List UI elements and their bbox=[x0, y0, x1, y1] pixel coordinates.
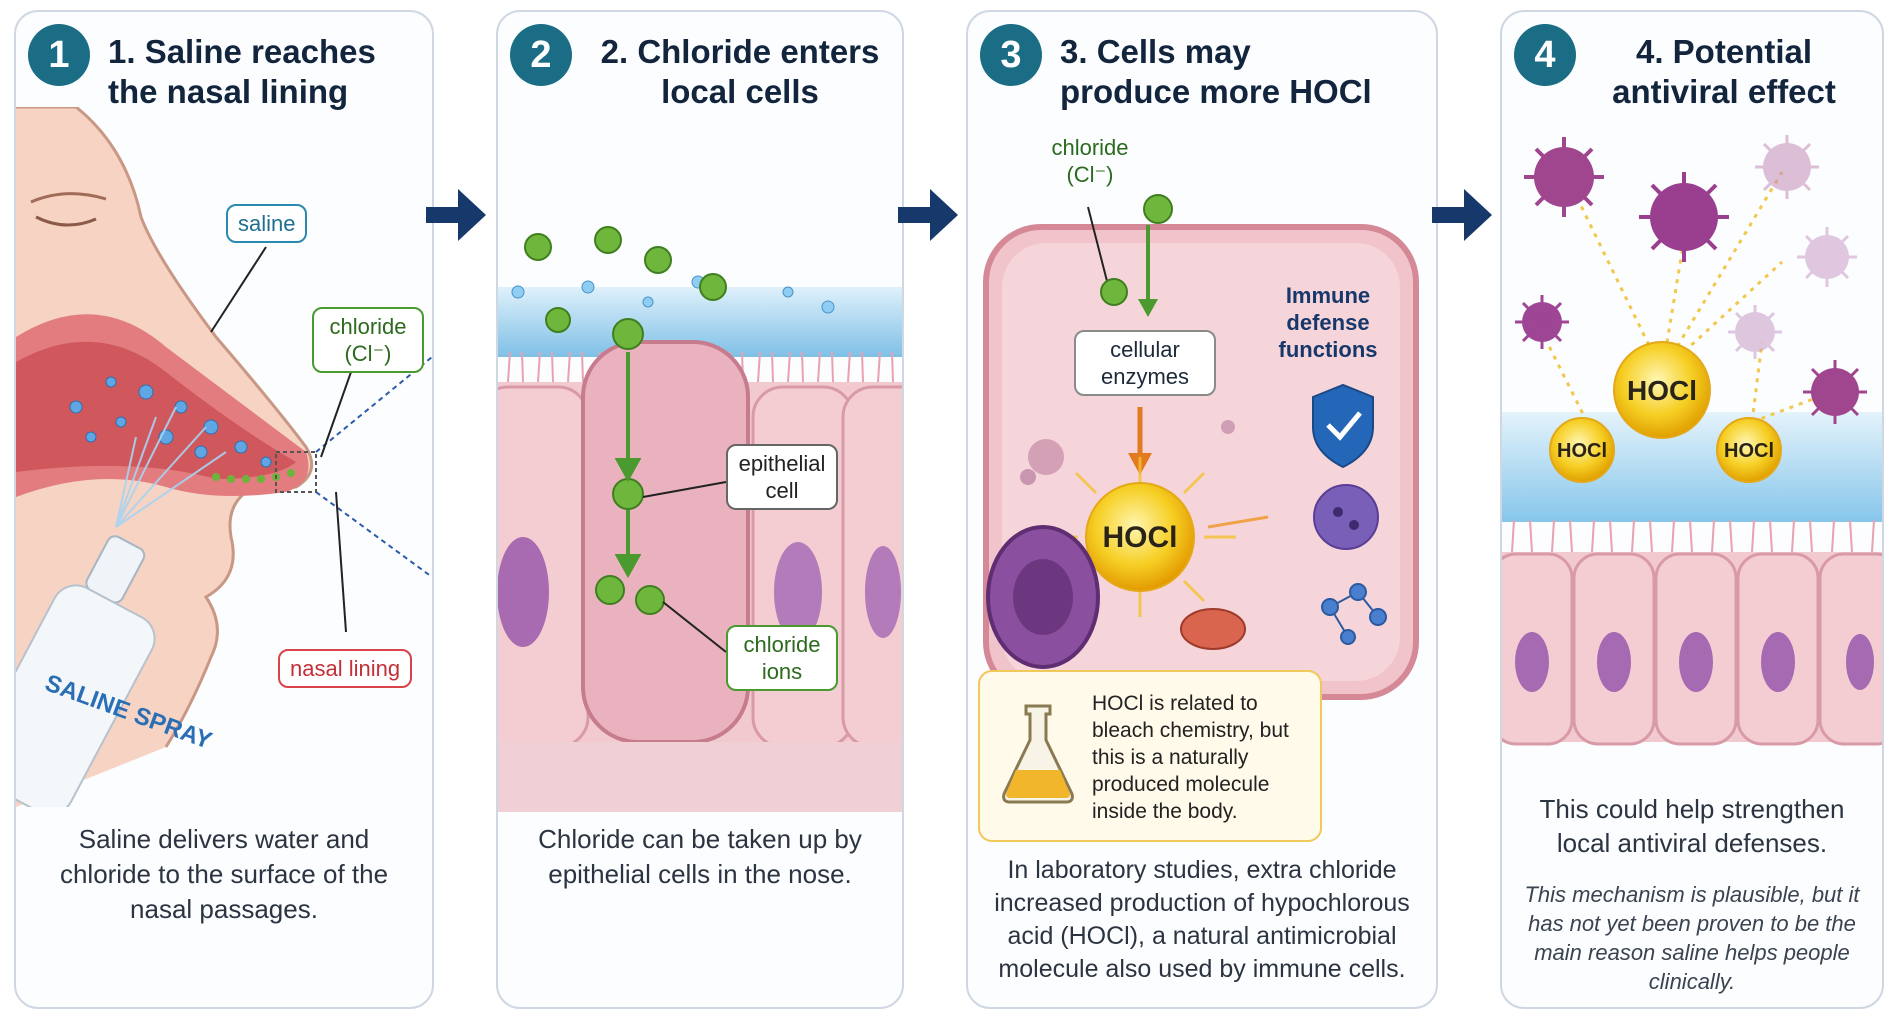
panel-caption: In laboratory studies, extra chloride in… bbox=[994, 856, 1410, 983]
panel-caption: Saline delivers water and chloride to th… bbox=[59, 824, 389, 924]
virus-icon bbox=[1803, 360, 1867, 424]
panel-caption: Chloride can be taken up by epithelial c… bbox=[538, 824, 862, 889]
antiviral-illustration: HOCl HOCl HOCl bbox=[1502, 122, 1882, 782]
hocl-main-label: HOCl bbox=[1627, 375, 1697, 406]
panel-step-3: 3 3. Cells may produce more HOCl chlorid… bbox=[966, 10, 1438, 1009]
virus-icon bbox=[1524, 137, 1604, 217]
epithelial-cell-label: epithelial cell bbox=[726, 444, 838, 510]
arrow-right-icon bbox=[898, 189, 958, 241]
immune-defense-label: Immune defense functions bbox=[1278, 283, 1378, 362]
virus-icon bbox=[1515, 295, 1569, 349]
cell-illustration: HOCl bbox=[968, 187, 1436, 707]
flask-icon bbox=[1002, 704, 1074, 804]
hocl-right-label: HOCl bbox=[1724, 440, 1774, 462]
chloride-label: chloride (Cl⁻) bbox=[1051, 135, 1129, 187]
disclaimer-note: This mechanism is plausible, but it has … bbox=[1524, 882, 1860, 994]
hocl-left-label: HOCl bbox=[1557, 440, 1607, 462]
nose-illustration: SALINE SPRAY bbox=[16, 107, 432, 807]
arrow-right-icon bbox=[1432, 189, 1492, 241]
nasal-lining-label: nasal lining bbox=[278, 649, 413, 688]
hocl-molecule-label: HOCl bbox=[1103, 521, 1178, 554]
info-box: HOCl is related to bleach chemistry, but… bbox=[978, 670, 1322, 842]
virus-icon bbox=[1797, 227, 1857, 287]
immune-cell-icon bbox=[1313, 484, 1379, 550]
chloride-label: chloride (Cl⁻) bbox=[312, 307, 424, 373]
panel-step-4: 4 4. Potential antiviral effect bbox=[1500, 10, 1884, 1009]
info-text: HOCl is related to bleach chemistry, but… bbox=[1092, 692, 1289, 823]
cellular-enzymes-label: cellular enzymes bbox=[1074, 330, 1216, 396]
panel-title: 3. Cells may produce more HOCl bbox=[1060, 33, 1372, 110]
step-number-badge: 3 bbox=[980, 24, 1042, 86]
virus-icon bbox=[1755, 135, 1819, 199]
molecule-icon bbox=[1321, 583, 1387, 645]
panel-step-1: 1 1. Saline reaches the nasal lining bbox=[14, 10, 434, 1009]
arrow-right-icon bbox=[426, 189, 486, 241]
panel-title: 1. Saline reaches the nasal lining bbox=[108, 33, 376, 110]
step-number-badge: 4 bbox=[1514, 24, 1576, 86]
virus-icon bbox=[1639, 172, 1729, 262]
panel-step-2: 2 2. Chloride enters local cells bbox=[496, 10, 904, 1009]
panel-title: 4. Potential antiviral effect bbox=[1612, 33, 1836, 110]
panel-caption: This could help strengthen local antivir… bbox=[1539, 794, 1845, 858]
step-number-badge: 1 bbox=[28, 24, 90, 86]
step-number-badge: 2 bbox=[510, 24, 572, 86]
virus-icon bbox=[1728, 305, 1782, 359]
epithelium-illustration bbox=[498, 192, 902, 812]
shield-icon bbox=[1312, 383, 1374, 469]
panel-title: 2. Chloride enters local cells bbox=[600, 33, 880, 110]
chloride-ions-label: chloride ions bbox=[726, 625, 838, 691]
saline-label: saline bbox=[226, 204, 308, 243]
